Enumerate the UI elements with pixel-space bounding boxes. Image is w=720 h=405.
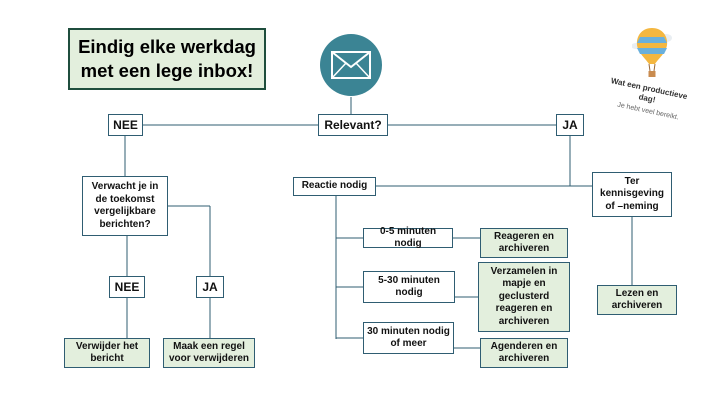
ja-node-top: JA <box>556 114 584 136</box>
nee-node-left: NEE <box>109 276 145 298</box>
ter-kennisgeving-node: Ter kennisgeving of –neming <box>592 172 672 217</box>
reactie-node: Reactie nodig <box>293 177 376 196</box>
verwijder-node: Verwijder het bericht <box>64 338 150 368</box>
nee-node-top: NEE <box>108 114 143 136</box>
relevant-node: Relevant? <box>318 114 388 136</box>
min-30-node: 30 minuten nodig of meer <box>363 322 454 354</box>
hot-air-balloon-icon <box>632 28 672 77</box>
page-title: Eindig elke werkdag met een lege inbox! <box>68 28 266 90</box>
lezen-node: Lezen en archiveren <box>597 285 677 315</box>
title-line-1: Eindig elke werkdag <box>78 35 256 57</box>
verwacht-node: Verwacht je in de toekomst vergelijkbare… <box>82 176 168 236</box>
regel-node: Maak een regel voor verwijderen <box>163 338 255 368</box>
min-0-5-node: 0-5 minuten nodig <box>363 226 453 249</box>
envelope-icon <box>331 51 371 79</box>
min-5-30-node: 5-30 minuten nodig <box>363 271 455 303</box>
title-line-2: met een lege inbox! <box>80 60 254 81</box>
mail-icon-circle <box>320 34 382 96</box>
ja-node-left: JA <box>196 276 224 298</box>
productivity-badge: Wat een productieve dag! Je hebt veel be… <box>590 22 710 132</box>
agenderen-node: Agenderen en archiveren <box>480 338 568 368</box>
reageren-node: Reageren en archiveren <box>480 228 568 258</box>
verzamelen-node: Verzamelen in mapje en geclusterd reager… <box>478 262 570 332</box>
